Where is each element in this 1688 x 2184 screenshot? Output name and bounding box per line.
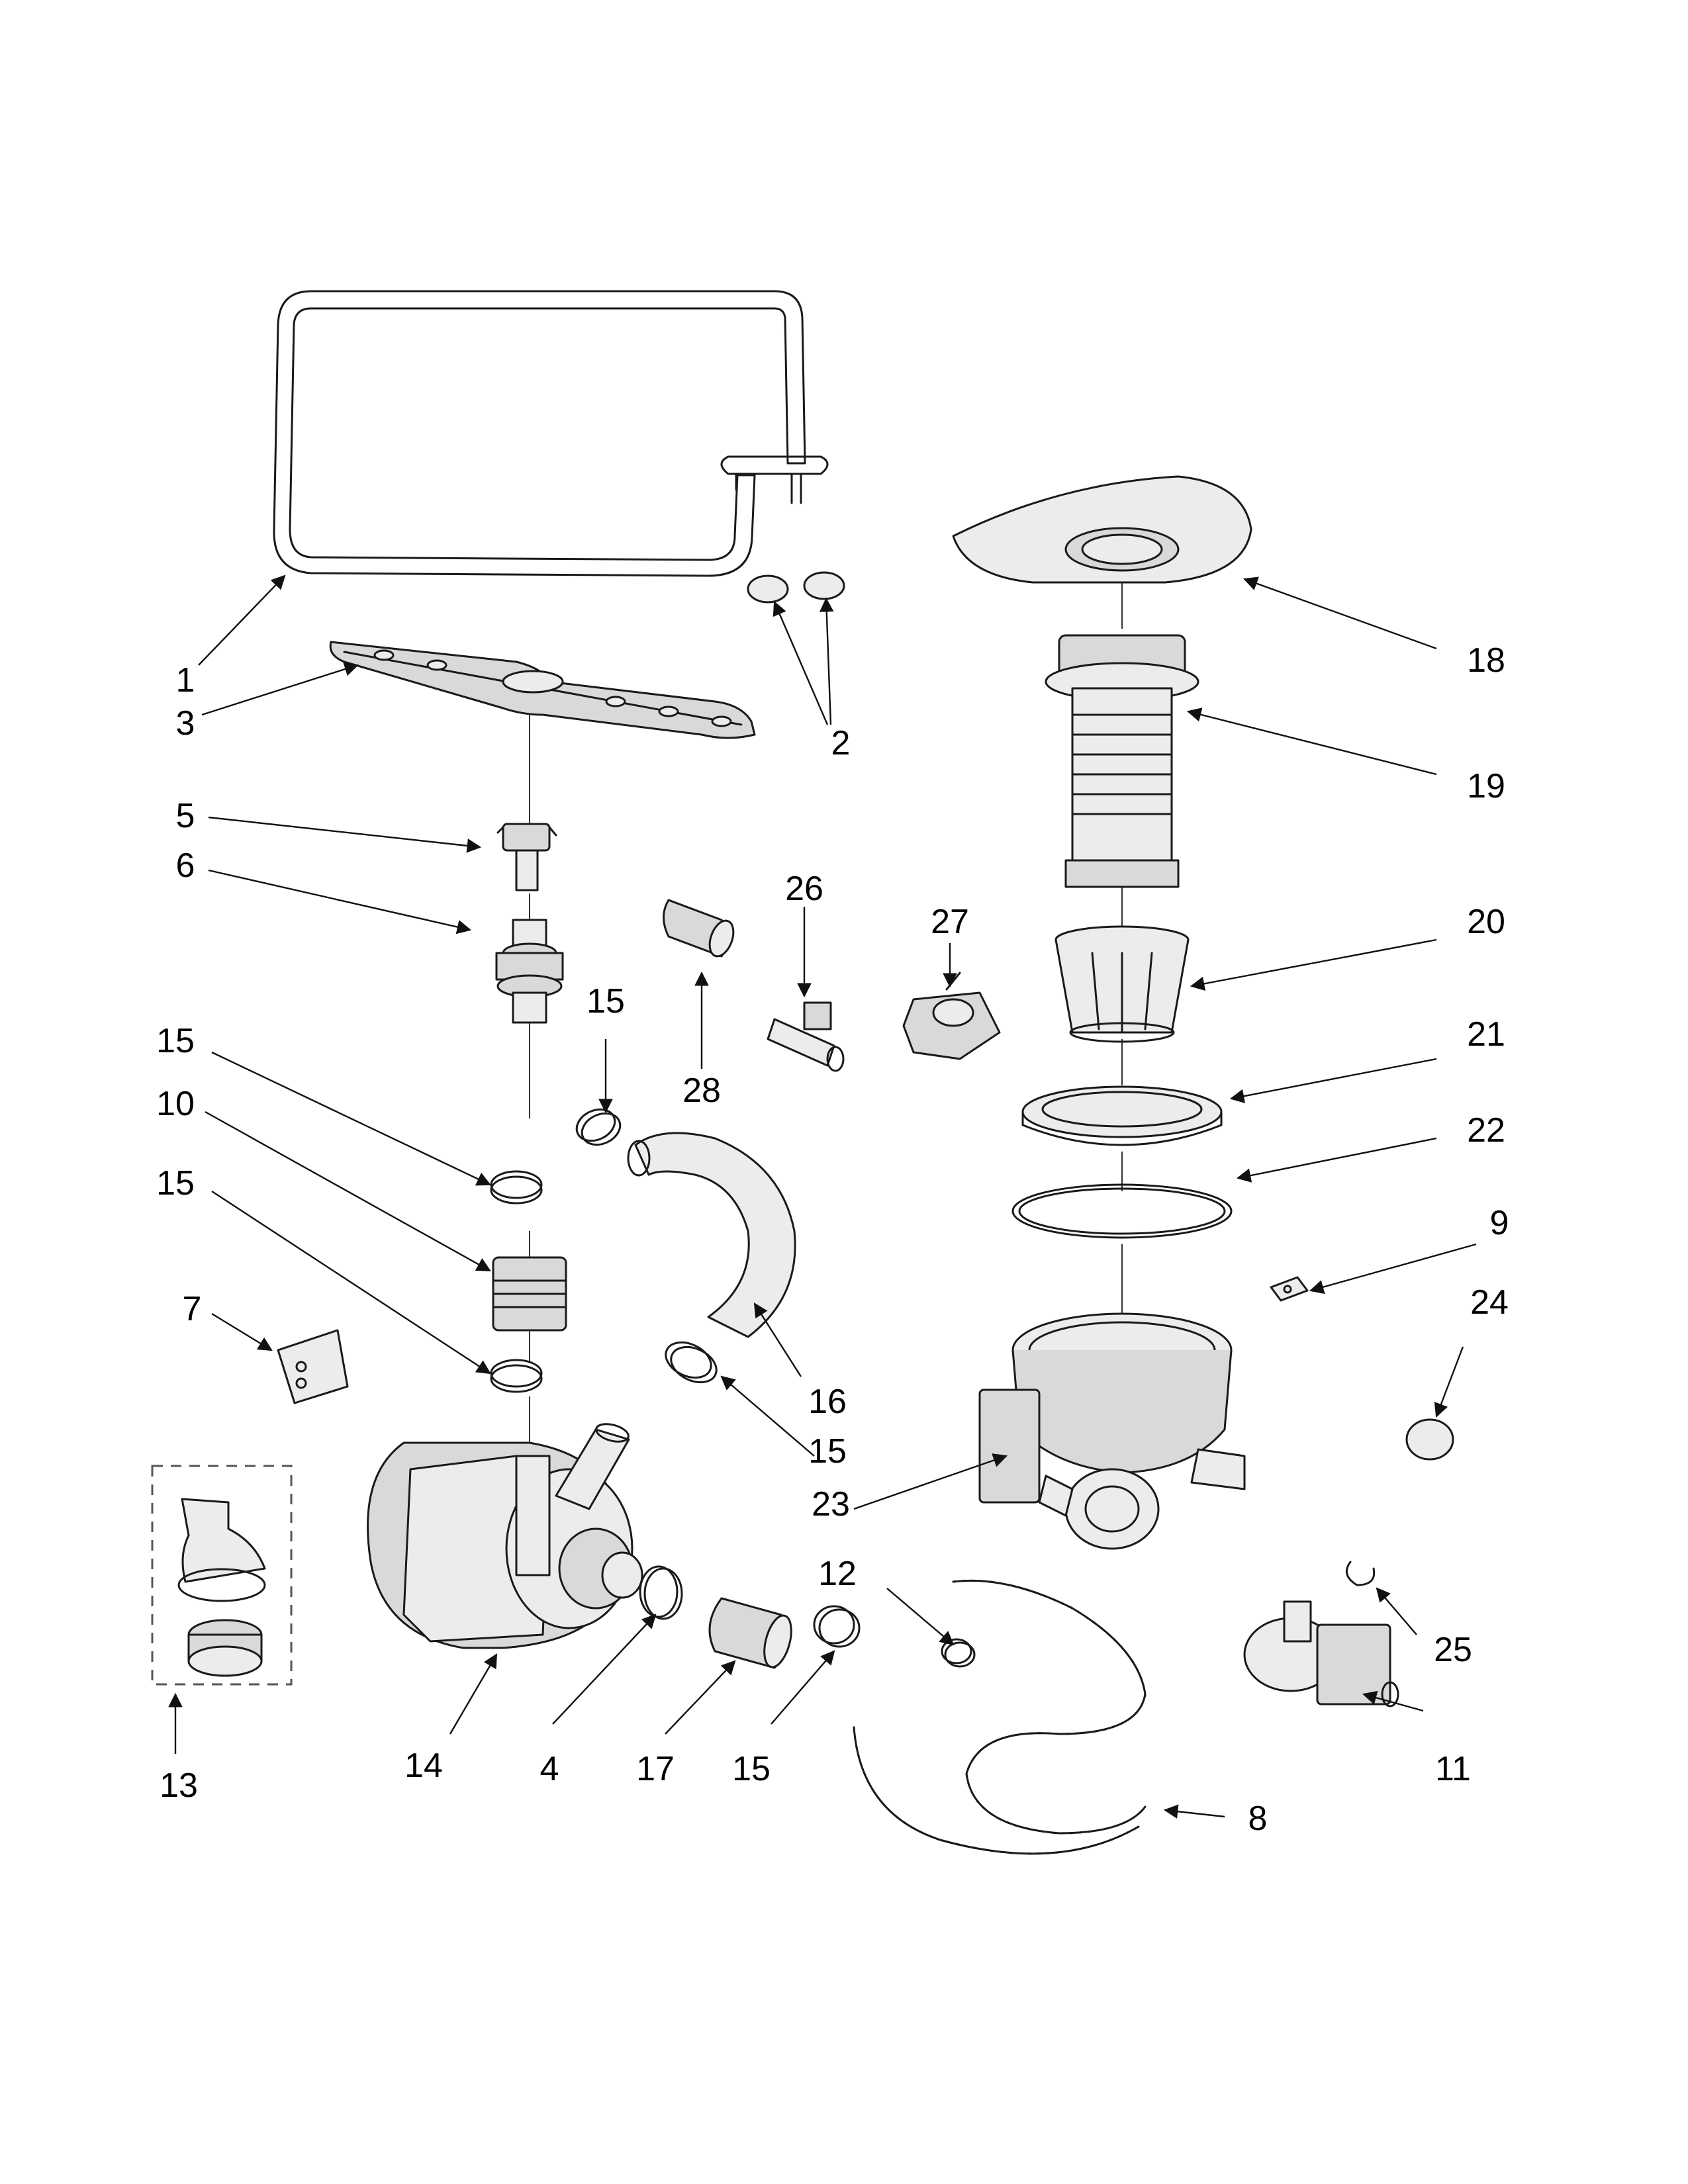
leader-19 <box>1186 707 1437 776</box>
spray-tube-part <box>273 290 829 577</box>
pump-coupler-part <box>708 1597 792 1669</box>
callout-14: 14 <box>404 1747 443 1785</box>
leader-10 <box>205 1111 491 1272</box>
filter-ring-part <box>1021 1085 1223 1146</box>
callout-7: 7 <box>183 1290 202 1328</box>
tee-fitting-part <box>767 1001 845 1072</box>
callout-1: 1 <box>176 661 195 700</box>
small-clamp-part <box>941 1638 976 1668</box>
clamp-part-hose-bottom <box>665 1341 718 1384</box>
callout-12: 12 <box>818 1555 857 1593</box>
clip-part <box>1270 1276 1309 1302</box>
leader-3 <box>201 662 359 716</box>
clamp-part-lower <box>490 1359 543 1393</box>
callout-25: 25 <box>1434 1631 1472 1669</box>
pump-assembly-part <box>367 1423 643 1649</box>
clamp-part-upper <box>490 1170 543 1205</box>
drain-hose-part <box>853 1579 1147 1855</box>
leader-20 <box>1190 938 1437 991</box>
callout-15-d: 15 <box>808 1432 847 1471</box>
callout-8: 8 <box>1248 1799 1268 1838</box>
leader-15-e <box>771 1650 835 1725</box>
callout-10: 10 <box>156 1085 195 1123</box>
callout-2: 2 <box>831 724 851 762</box>
bracket-part <box>277 1329 349 1404</box>
leader-24 <box>1434 1346 1464 1418</box>
callout-6: 6 <box>176 846 195 885</box>
sump-part <box>978 1312 1246 1550</box>
leader-7 <box>211 1312 273 1351</box>
coupler-part <box>492 1256 567 1332</box>
clamp-part-pump <box>813 1605 861 1648</box>
filter-plate-part <box>952 475 1252 584</box>
callout-15-a: 15 <box>156 1022 195 1060</box>
leader-9 <box>1309 1243 1477 1295</box>
leader-6 <box>208 869 472 934</box>
small-cap-part <box>1405 1418 1454 1461</box>
leader-23 <box>853 1453 1008 1510</box>
leader-25 <box>1376 1587 1417 1635</box>
hub-part <box>496 823 557 891</box>
spray-arm-part <box>329 641 756 739</box>
leader-2b <box>819 597 834 725</box>
leader-12 <box>886 1588 955 1646</box>
leader-18 <box>1243 576 1437 650</box>
hose-part <box>627 1132 796 1338</box>
callout-13: 13 <box>160 1766 198 1805</box>
leader-15-b <box>211 1190 491 1375</box>
leader-1 <box>198 574 286 666</box>
fine-filter-part <box>1055 925 1190 1043</box>
leader-8 <box>1163 1804 1225 1819</box>
pump-clamp-part <box>639 1565 683 1620</box>
callout-26: 26 <box>785 870 823 908</box>
callout-19: 19 <box>1467 767 1505 805</box>
sensor-part <box>902 972 1001 1060</box>
leader-17 <box>665 1660 736 1735</box>
leader-5 <box>208 816 482 853</box>
callout-16: 16 <box>808 1383 847 1421</box>
drain-pump-part <box>1243 1600 1399 1707</box>
callout-11: 11 <box>1435 1750 1471 1788</box>
clamp-part-hose-top <box>575 1108 622 1146</box>
callout-21: 21 <box>1467 1015 1505 1054</box>
callout-27: 27 <box>931 903 969 941</box>
fitting-part <box>495 919 564 1024</box>
callout-4: 4 <box>540 1750 559 1788</box>
callout-9: 9 <box>1490 1204 1509 1242</box>
callout-20: 20 <box>1467 903 1505 941</box>
sump-gasket-part <box>1011 1183 1233 1239</box>
callout-15-top: 15 <box>586 982 625 1021</box>
clip-ring-part <box>1345 1561 1376 1586</box>
leader-22 <box>1236 1137 1437 1183</box>
callout-3: 3 <box>176 704 195 743</box>
callout-23: 23 <box>812 1485 850 1524</box>
leader-4 <box>552 1614 657 1725</box>
callout-18: 18 <box>1467 641 1505 680</box>
motor-kit-part <box>151 1465 293 1686</box>
callout-15-e: 15 <box>732 1750 771 1788</box>
small-coupler-part <box>663 899 735 958</box>
leader-11 <box>1362 1690 1424 1712</box>
leader-15-a <box>211 1051 491 1186</box>
leader-16 <box>753 1302 802 1377</box>
leader-lines <box>168 574 1477 1819</box>
filter-cylinder-part <box>1045 634 1199 888</box>
callout-17: 17 <box>636 1750 675 1788</box>
leader-2a <box>773 601 829 725</box>
leader-14 <box>449 1653 498 1735</box>
callout-22: 22 <box>1467 1111 1505 1150</box>
leader-21 <box>1229 1058 1437 1103</box>
callout-28: 28 <box>682 1071 721 1110</box>
callout-24: 24 <box>1470 1283 1509 1322</box>
callout-labels: 1 2 3 5 6 15 15 10 15 7 13 14 4 17 15 15… <box>156 641 1509 1838</box>
leader-15-d <box>720 1375 815 1457</box>
caps-part <box>747 571 845 604</box>
callout-5: 5 <box>176 797 195 835</box>
callout-15-b: 15 <box>156 1164 195 1203</box>
